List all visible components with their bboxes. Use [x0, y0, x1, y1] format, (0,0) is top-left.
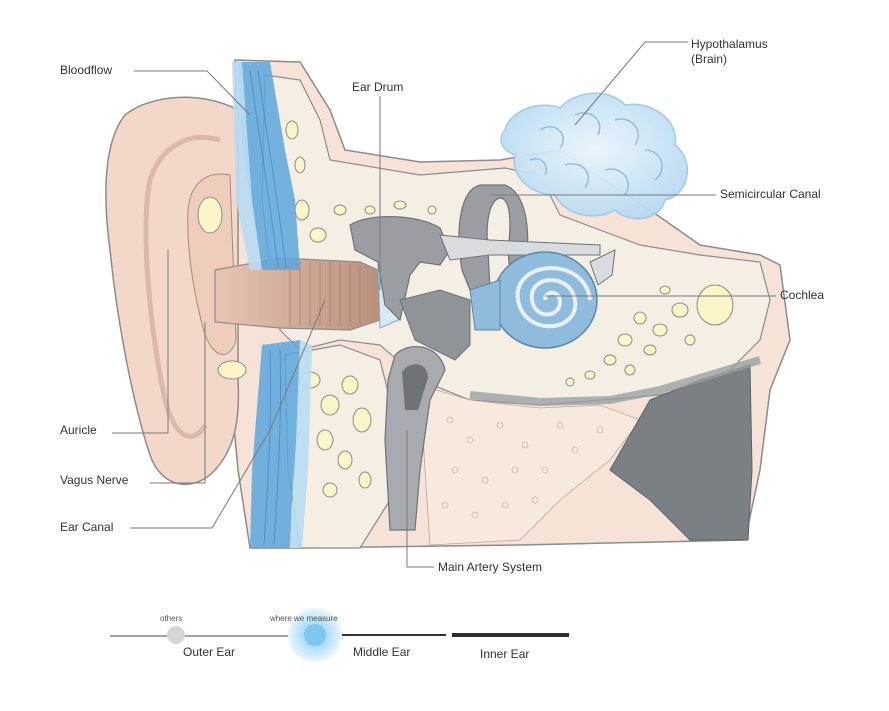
- legend-outer-ear: Outer Ear: [183, 645, 236, 659]
- leader-bloodflow: [134, 70, 251, 116]
- leader-ear-canal: [130, 299, 326, 529]
- cochlea-vestibule-link: [469, 279, 501, 331]
- label-ear-drum: Ear Drum: [352, 80, 404, 94]
- middle-ear-cavity: [399, 289, 471, 361]
- measure-legend: [110, 608, 569, 662]
- label-hypothalamus: Hypothalamus (Brain): [691, 37, 768, 67]
- main-artery-shadow: [402, 364, 428, 410]
- leader-lines: [112, 41, 776, 568]
- neck-tissue: [419, 384, 641, 546]
- label-auricle: Auricle: [60, 423, 97, 437]
- legend-others: others: [160, 614, 183, 623]
- tissue-dots: [441, 416, 604, 519]
- canal-hatching: [289, 262, 361, 326]
- label-main-artery-system: Main Artery System: [438, 560, 543, 574]
- legend-middle-ear: Middle Ear: [353, 645, 411, 659]
- label-vagus-nerve: Vagus Nerve: [60, 473, 129, 487]
- hypothalamus-brain: [500, 92, 689, 220]
- measure-dot: [304, 624, 326, 646]
- leader-hypothalamus: [574, 41, 688, 126]
- label-hypothalamus-line1: Hypothalamus: [691, 37, 768, 51]
- legend-inner-ear: Inner Ear: [480, 647, 530, 661]
- bone-spots: [197, 120, 734, 498]
- cochlear-nerve-fan: [589, 249, 616, 286]
- blood-vessel-upper-light: [232, 62, 262, 270]
- leader-main-artery: [406, 430, 434, 568]
- leader-vagus-nerve: [150, 322, 206, 484]
- label-hypothalamus-line2: (Brain): [691, 52, 728, 66]
- label-bloodflow: Bloodflow: [60, 63, 113, 77]
- blood-vessel-lower-light: [290, 340, 312, 548]
- label-semicircular-canal: Semicircular Canal: [720, 187, 821, 201]
- label-cochlea: Cochlea: [780, 288, 825, 302]
- bone-lining: [469, 356, 762, 407]
- ossicles: [349, 216, 451, 322]
- vessel-streaks: [249, 69, 287, 546]
- auricle-inner-fold: [143, 134, 221, 439]
- legend-where-we-measure: where we measure: [270, 614, 338, 623]
- blood-vessel-lower: [250, 340, 300, 548]
- label-ear-canal: Ear Canal: [60, 520, 114, 534]
- leader-auricle: [112, 250, 169, 434]
- others-dot: [167, 626, 185, 644]
- main-artery-tube: [384, 346, 446, 531]
